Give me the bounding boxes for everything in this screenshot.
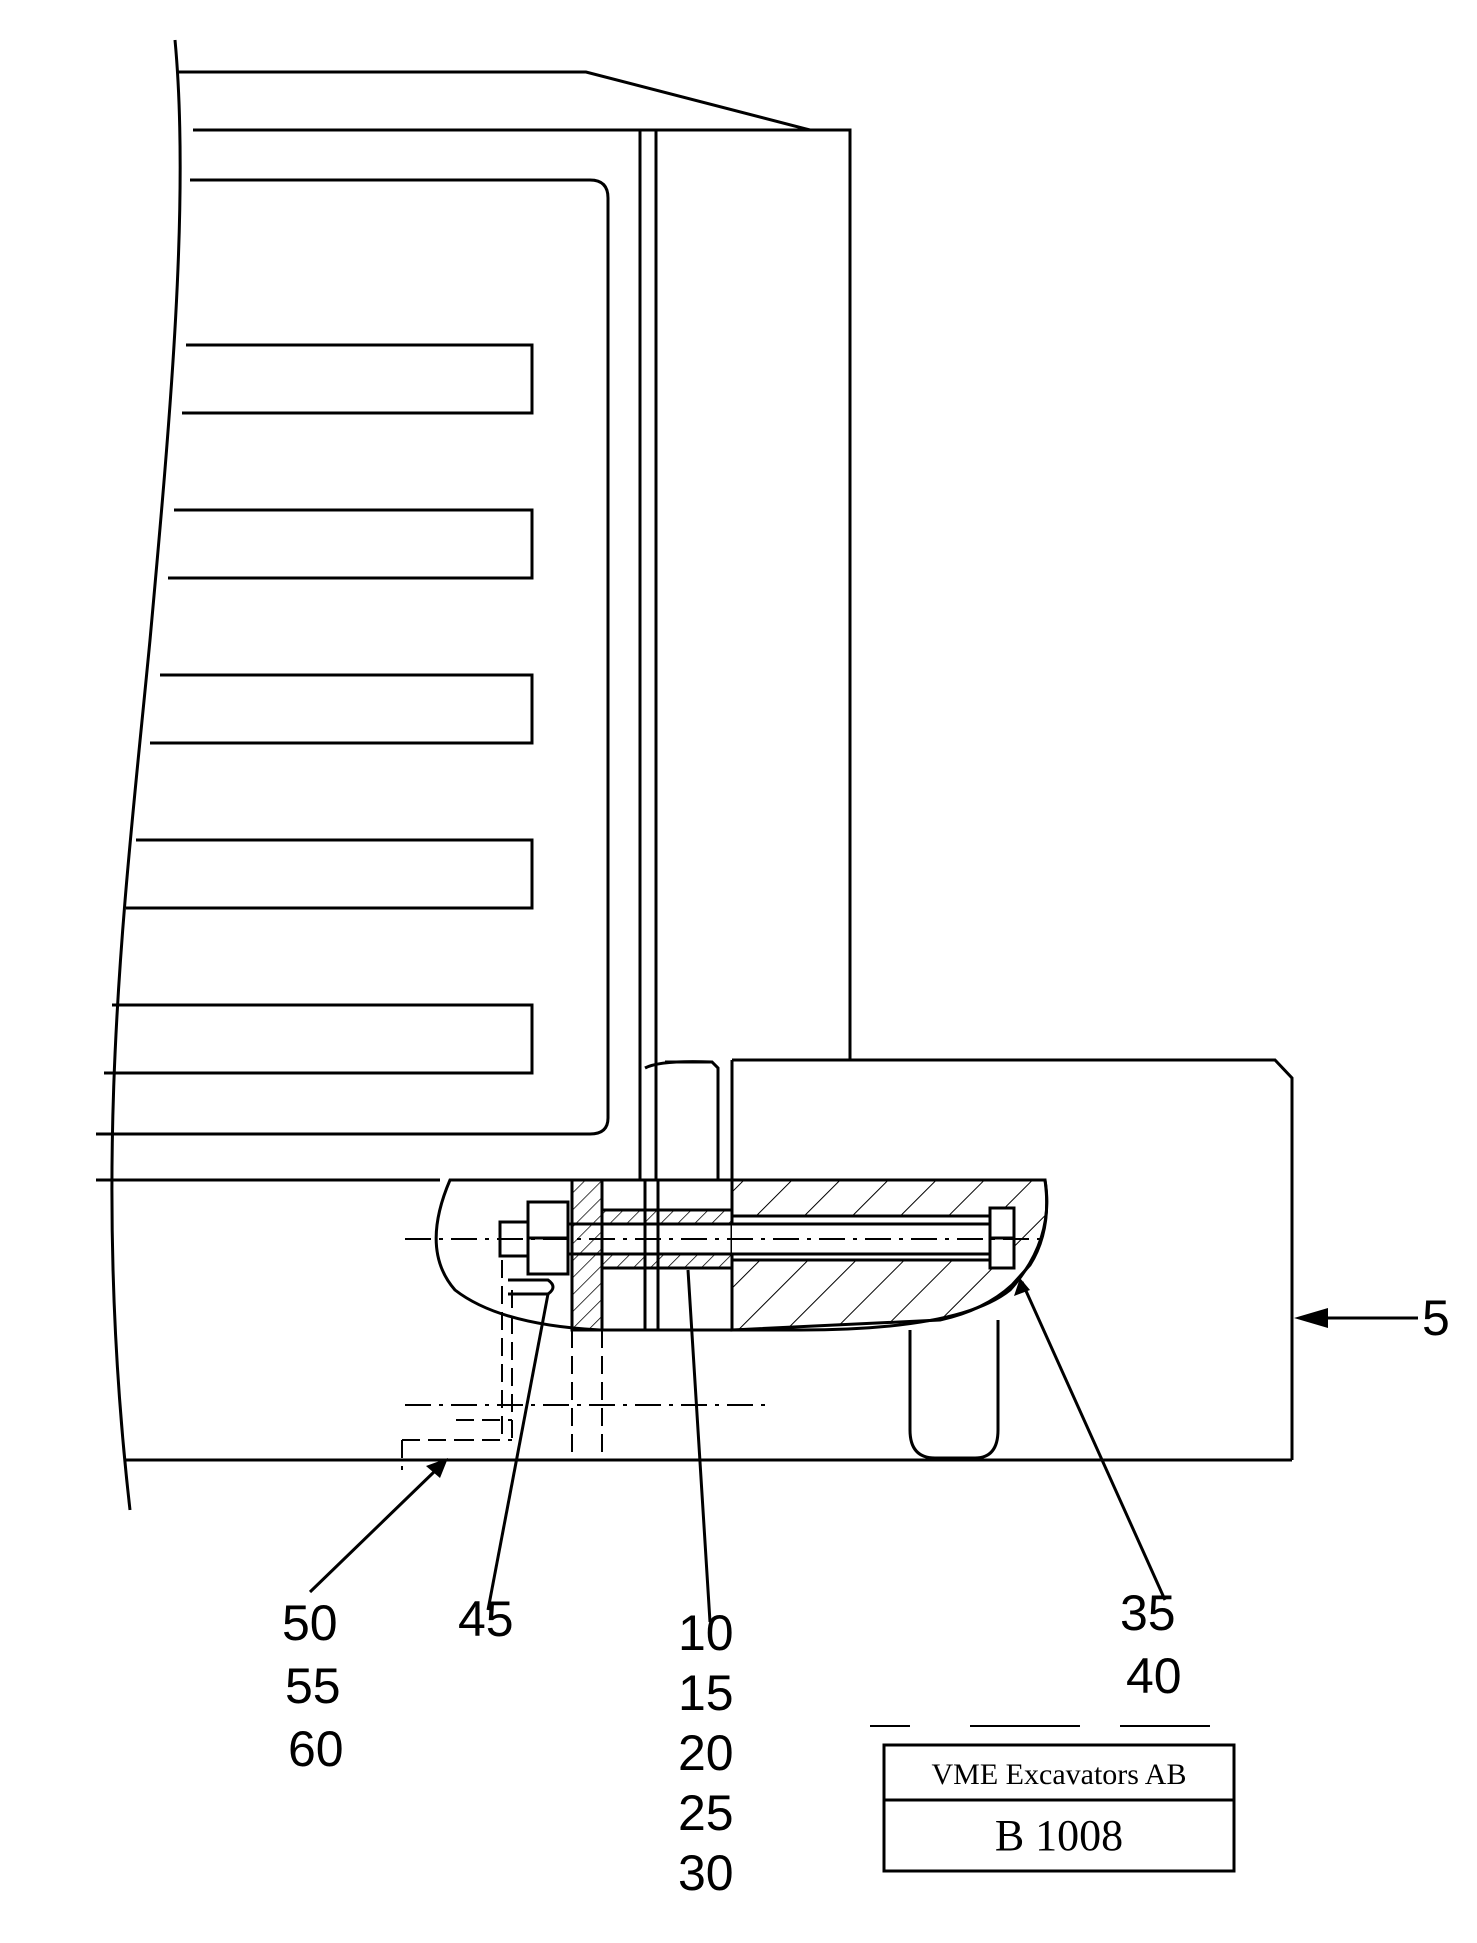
leader-45: [486, 1293, 550, 1611]
counterweight-block: [732, 1058, 1294, 1460]
grille-slat: [150, 673, 534, 745]
machine-outline: [96, 39, 1294, 1511]
callout-15: 15: [678, 1665, 734, 1721]
grille-slat: [104, 1003, 534, 1075]
leader-10: [686, 1269, 712, 1623]
hatched-sleeve: [600, 1208, 734, 1226]
title-block-frame: [882, 1743, 1236, 1873]
callout-30: 30: [678, 1845, 734, 1901]
arrowhead-5: [1294, 1308, 1328, 1328]
title-block: VME Excavators AB B 1008: [882, 1743, 1236, 1873]
leader-50: [308, 1468, 438, 1594]
leader-arrowheads: [426, 1278, 1328, 1478]
callout-10: 10: [678, 1605, 734, 1661]
callout-45: 45: [458, 1591, 514, 1647]
center-lines: [405, 1238, 1040, 1406]
top-edge: [178, 70, 850, 132]
lock-tab: [508, 1278, 555, 1296]
upper-frame: [193, 128, 852, 1060]
arrowhead-35: [1014, 1278, 1030, 1296]
left-curved-edge: [110, 39, 182, 1511]
callout-25: 25: [678, 1785, 734, 1841]
leader-35: [1020, 1281, 1167, 1601]
callout-5: 5: [1422, 1290, 1450, 1346]
grille-panel: [96, 178, 610, 1136]
hidden-lines: [401, 1260, 603, 1470]
company-name: VME Excavators AB: [932, 1758, 1187, 1791]
leader-lines: [308, 1269, 1418, 1623]
callout-20: 20: [678, 1725, 734, 1781]
section-view: [434, 1178, 1049, 1332]
callout-40: 40: [1126, 1648, 1182, 1704]
grille-slat: [126, 838, 534, 910]
drawing-number: B 1008: [995, 1811, 1123, 1860]
callout-labels: 5 50 55 60 45 10 15 20 25 30 35 40: [282, 1290, 1450, 1901]
arrowhead-50: [426, 1458, 448, 1478]
grille-slat: [168, 508, 534, 580]
callout-55: 55: [285, 1658, 341, 1714]
grille-slat: [182, 343, 534, 415]
hatched-sleeve-lower: [600, 1252, 734, 1270]
callout-50: 50: [282, 1595, 338, 1651]
callout-60: 60: [288, 1721, 344, 1777]
callout-35: 35: [1120, 1585, 1176, 1641]
support-foot: [908, 1320, 1000, 1460]
